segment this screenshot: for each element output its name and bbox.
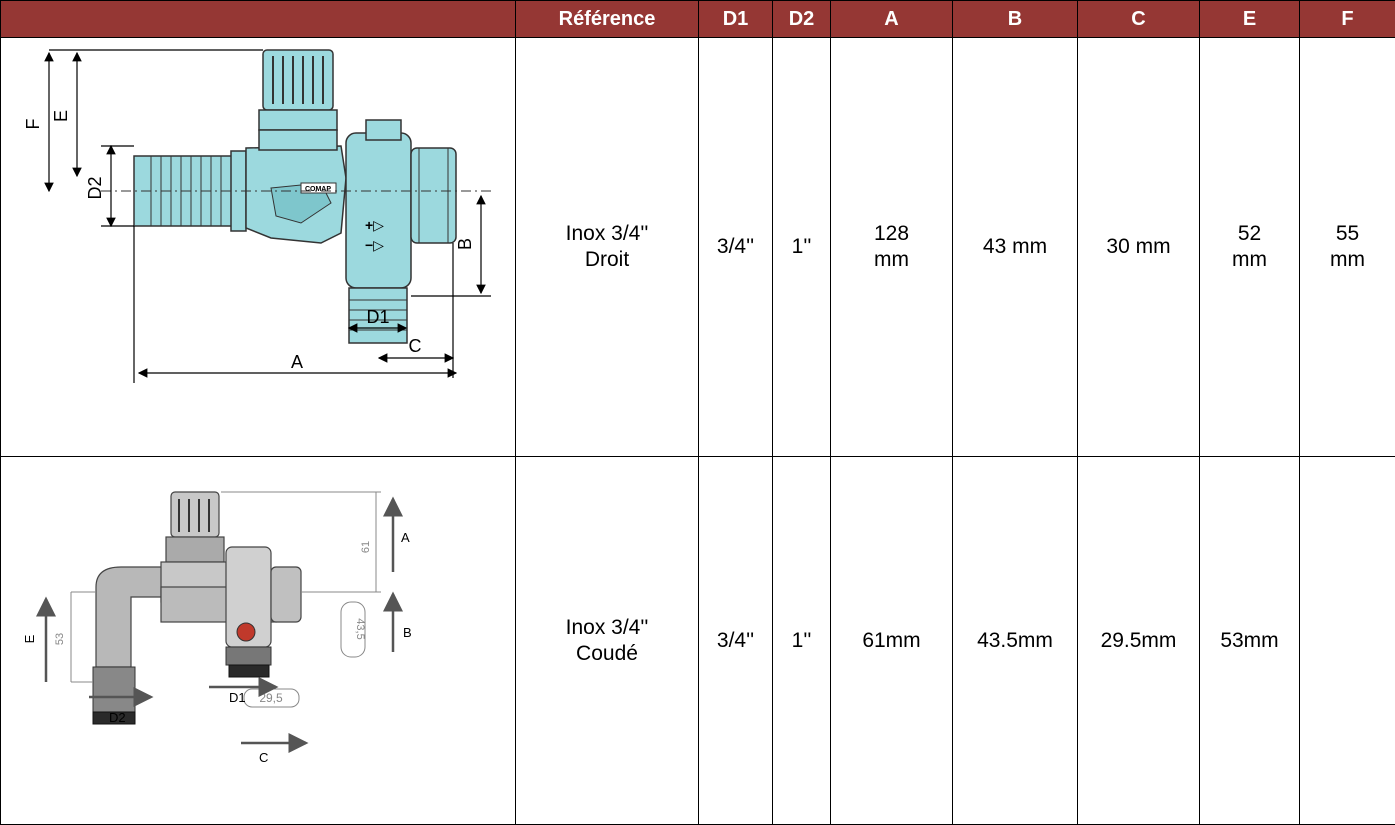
cell-f — [1300, 457, 1395, 825]
header-d2: D2 — [773, 1, 831, 38]
dim-e-value: 53 — [54, 633, 66, 645]
label-c: C — [409, 336, 422, 356]
cell-b: 43.5mm — [953, 457, 1078, 825]
plus-marker: +▷ — [365, 217, 384, 233]
table-row: 61 43,5 53 29,5 A B E — [1, 457, 1395, 825]
outlet-nut — [411, 148, 456, 243]
header-d1: D1 — [699, 1, 773, 38]
label-d2-2: D2 — [109, 710, 126, 725]
straight-valve-diagram: COMAP — [1, 38, 516, 449]
brand-label: COMAP — [305, 186, 331, 193]
valve-body: COMAP — [246, 146, 346, 243]
minus-marker: −▷ — [365, 237, 384, 253]
cell-a: 61mm — [831, 457, 953, 825]
dim-a-value: 61 — [360, 541, 372, 553]
cell-a: 128 mm — [831, 38, 953, 457]
cell-c: 30 mm — [1078, 38, 1200, 457]
header-row: Référence D1 D2 A B C E F — [1, 1, 1395, 38]
label-b-2: B — [403, 625, 412, 640]
cell-b: 43 mm — [953, 38, 1078, 457]
label-e-2: E — [22, 634, 37, 643]
cell-reference: Inox 3/4'' Droit — [516, 38, 699, 457]
label-c-2: C — [259, 750, 268, 765]
header-f: F — [1300, 1, 1395, 38]
header-reference: Référence — [516, 1, 699, 38]
dim-c-value: 29,5 — [259, 691, 283, 705]
elbow-valve-drawing-cell: 61 43,5 53 29,5 A B E — [1, 457, 516, 825]
label-f: F — [23, 119, 43, 130]
header-c: C — [1078, 1, 1200, 38]
cell-c: 29.5mm — [1078, 457, 1200, 825]
header-b: B — [953, 1, 1078, 38]
dim-b-value: 43,5 — [354, 618, 366, 639]
cell-d2: 1'' — [773, 457, 831, 825]
label-e: E — [51, 110, 71, 122]
label-a: A — [291, 352, 303, 372]
elbow-valve-diagram: 61 43,5 53 29,5 A B E — [1, 457, 516, 817]
header-a: A — [831, 1, 953, 38]
cell-e: 53mm — [1200, 457, 1300, 825]
header-e: E — [1200, 1, 1300, 38]
label-d1: D1 — [366, 307, 389, 327]
label-d2: D2 — [85, 176, 105, 199]
adjustment-knob — [259, 50, 337, 150]
cell-reference: Inox 3/4'' Coudé — [516, 457, 699, 825]
straight-valve-drawing-cell: COMAP — [1, 38, 516, 457]
table-row: COMAP — [1, 38, 1395, 457]
cell-f: 55 mm — [1300, 38, 1395, 457]
header-image — [1, 1, 516, 38]
cell-e: 52 mm — [1200, 38, 1300, 457]
cell-d2: 1'' — [773, 38, 831, 457]
cell-d1: 3/4'' — [699, 38, 773, 457]
label-d1-2: D1 — [229, 690, 246, 705]
label-b: B — [455, 238, 475, 250]
cell-d1: 3/4'' — [699, 457, 773, 825]
label-a-2: A — [401, 530, 410, 545]
check-valve-housing: +▷ −▷ — [346, 120, 411, 288]
